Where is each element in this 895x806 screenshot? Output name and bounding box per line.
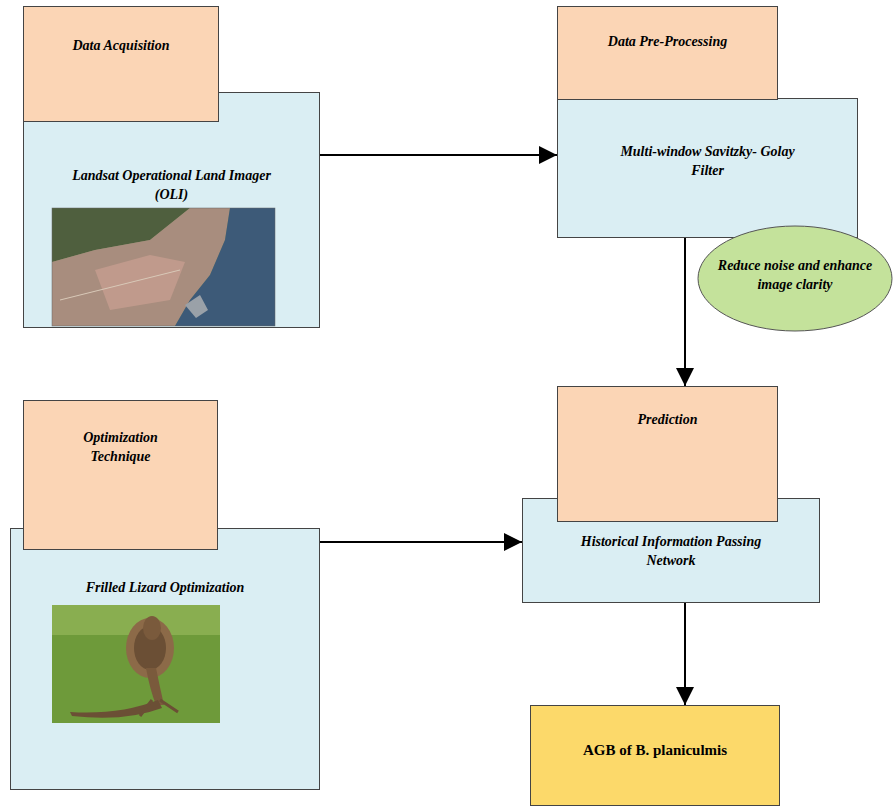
stage-header: Data Acquisition bbox=[23, 6, 219, 122]
box-label: Reduce noise and enhance image clarity bbox=[707, 257, 883, 295]
flow-arrow bbox=[320, 541, 522, 543]
box-label: Historical Information Passing Network bbox=[571, 533, 771, 571]
note-ellipse: Reduce noise and enhance image clarity bbox=[697, 225, 893, 332]
image-frame bbox=[52, 208, 275, 326]
box-label: Landsat Operational Land Imager (OLI) bbox=[67, 167, 277, 205]
flow-arrow bbox=[684, 603, 686, 705]
ellipse-shape bbox=[698, 226, 892, 331]
lizard-frill bbox=[126, 618, 174, 678]
satellite-image bbox=[52, 208, 275, 326]
box-label: Optimization Technique bbox=[61, 429, 181, 467]
flow-arrow bbox=[320, 154, 557, 156]
box-label: Prediction bbox=[568, 411, 768, 430]
image-city bbox=[52, 208, 230, 326]
lizard-body bbox=[146, 668, 164, 705]
lizard-image bbox=[52, 605, 220, 723]
image-city-core bbox=[95, 255, 185, 310]
flow-arrow bbox=[684, 238, 686, 386]
image-road bbox=[60, 270, 180, 300]
box-label: Frilled Lizard Optimization bbox=[45, 579, 285, 598]
stage-header: Data Pre-Processing bbox=[557, 6, 778, 100]
output-box: AGB of B. planiculmis bbox=[530, 705, 780, 806]
lizard-tail bbox=[70, 700, 162, 718]
lizard-head bbox=[143, 616, 161, 640]
stage-header: Prediction bbox=[557, 386, 778, 522]
image-grass bbox=[52, 605, 220, 723]
process-box: Landsat Operational Land Imager (OLI) bbox=[23, 92, 320, 328]
process-box: Frilled Lizard Optimization bbox=[10, 528, 320, 790]
stage-header: Optimization Technique bbox=[23, 400, 218, 550]
image-hills bbox=[52, 208, 190, 262]
image-port bbox=[185, 295, 208, 318]
process-box: Multi-window Savitzky- Golay Filter bbox=[557, 98, 858, 238]
box-label: Data Pre-Processing bbox=[568, 33, 768, 52]
box-label: Multi-window Savitzky- Golay Filter bbox=[608, 143, 808, 181]
image-sea bbox=[175, 208, 275, 326]
image-ground bbox=[52, 208, 275, 326]
box-label: AGB of B. planiculmis bbox=[540, 740, 770, 760]
lizard-legs bbox=[140, 700, 178, 716]
image-blur bbox=[52, 605, 220, 635]
lizard-frill-inner bbox=[134, 626, 166, 670]
box-label: Data Acquisition bbox=[31, 37, 211, 56]
